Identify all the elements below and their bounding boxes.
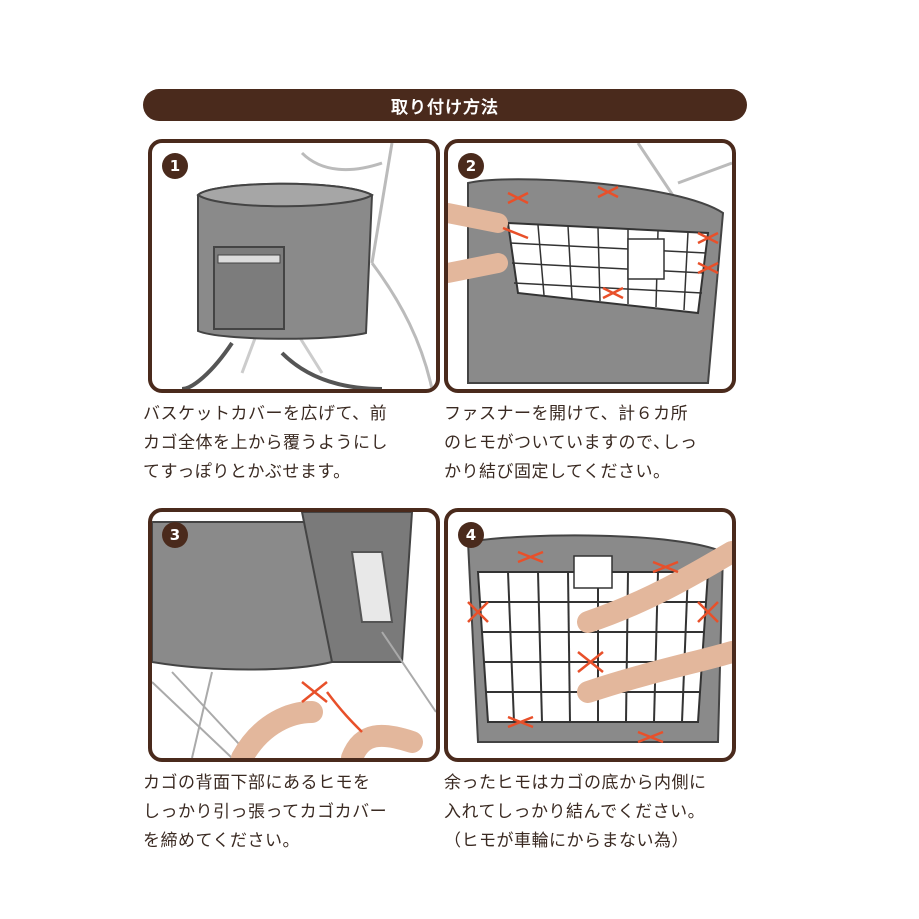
step-1-caption-line: バスケットカバーを広げて、前: [143, 404, 388, 424]
step-2-caption-line: かり結び固定してください。: [444, 462, 671, 482]
step-4-number: 4: [458, 522, 484, 548]
step-2-number: 2: [458, 153, 484, 179]
step-4-illustration: 4: [444, 508, 736, 762]
step-2-caption-line: のヒモがついていますので､しっ: [444, 433, 698, 453]
step-1-caption: バスケットカバーを広げて、前 カゴ全体を上から覆うようにし てすっぽりとかぶせま…: [143, 400, 388, 487]
pull-strings-illustration: [152, 512, 436, 758]
step-4-caption: 余ったヒモはカゴの底から内側に 入れてしっかり結んでください。 （ヒモが車輪にか…: [444, 769, 707, 856]
step-4-caption-line: 入れてしっかり結んでください。: [444, 802, 706, 822]
step-2-illustration: 2: [444, 139, 736, 393]
step-3-number: 3: [162, 522, 188, 548]
step-3-caption-line: しっかり引っ張ってカゴカバー: [143, 802, 388, 822]
open-cover-strings-illustration: [448, 143, 732, 384]
step-4-caption-line: 余ったヒモはカゴの底から内側に: [444, 773, 707, 793]
step-3-illustration: 3: [148, 508, 440, 762]
step-3-caption: カゴの背面下部にあるヒモを しっかり引っ張ってカゴカバー を締めてください。: [143, 769, 387, 856]
step-3-caption-line: を締めてください。: [143, 831, 300, 851]
step-1-caption-line: カゴ全体を上から覆うようにし: [143, 433, 388, 453]
step-2-caption-line: ファスナーを開けて、計６カ所: [444, 404, 689, 424]
step-1-illustration: 1: [148, 139, 440, 393]
step-1-number: 1: [162, 153, 188, 179]
step-2-caption: ファスナーを開けて、計６カ所 のヒモがついていますので､しっ かり結び固定してく…: [444, 400, 698, 487]
step-3-caption-line: カゴの背面下部にあるヒモを: [143, 773, 371, 793]
bicycle-basket-cover-illustration: [181, 143, 434, 389]
step-4-caption-line: （ヒモが車輪にからまない為）: [444, 831, 689, 851]
step-1-caption-line: てすっぽりとかぶせます。: [143, 462, 351, 482]
section-title-bar: 取り付け方法: [143, 89, 747, 121]
section-title: 取り付け方法: [391, 97, 499, 118]
tie-strings-underside-illustration: [466, 534, 732, 744]
